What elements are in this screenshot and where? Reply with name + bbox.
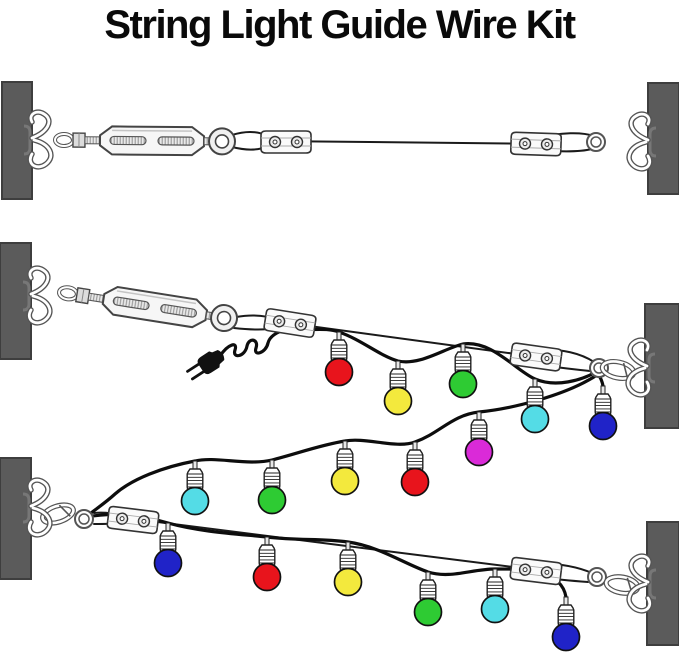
bulb-yellow xyxy=(383,360,413,416)
turnbuckle-icon xyxy=(54,276,242,336)
bulb-red xyxy=(252,536,282,592)
bulb-blue xyxy=(551,596,581,652)
bulb-cyan xyxy=(180,460,210,516)
bulb-green xyxy=(257,459,287,515)
wire-clamp-icon xyxy=(106,505,160,535)
bulb-green xyxy=(448,343,478,399)
bulb-blue xyxy=(153,522,183,578)
plug-cord xyxy=(218,327,289,358)
wire-clamp-icon xyxy=(509,556,563,586)
wire-clamp-icon xyxy=(262,307,318,339)
post xyxy=(646,521,679,646)
wire-clamp-icon xyxy=(260,130,312,154)
thimble-icon xyxy=(587,567,607,587)
post xyxy=(0,242,32,360)
post xyxy=(0,457,32,580)
bulb-cyan xyxy=(520,378,550,434)
light-cord xyxy=(84,373,599,519)
post xyxy=(647,82,679,195)
post xyxy=(1,81,33,200)
wire-clamp-icon xyxy=(509,131,563,157)
bulb-red xyxy=(400,441,430,497)
turnbuckle-icon xyxy=(52,123,238,158)
bulb-yellow xyxy=(333,541,363,597)
thimble-icon xyxy=(586,132,606,152)
bulb-blue xyxy=(588,385,618,441)
bulb-green xyxy=(413,571,443,627)
bulb-yellow xyxy=(330,440,360,496)
bulb-magenta xyxy=(464,411,494,467)
bulb-cyan xyxy=(480,568,510,624)
page-title: String Light Guide Wire Kit xyxy=(104,3,576,47)
thimble-icon xyxy=(74,509,94,529)
bulb-red xyxy=(324,331,354,387)
